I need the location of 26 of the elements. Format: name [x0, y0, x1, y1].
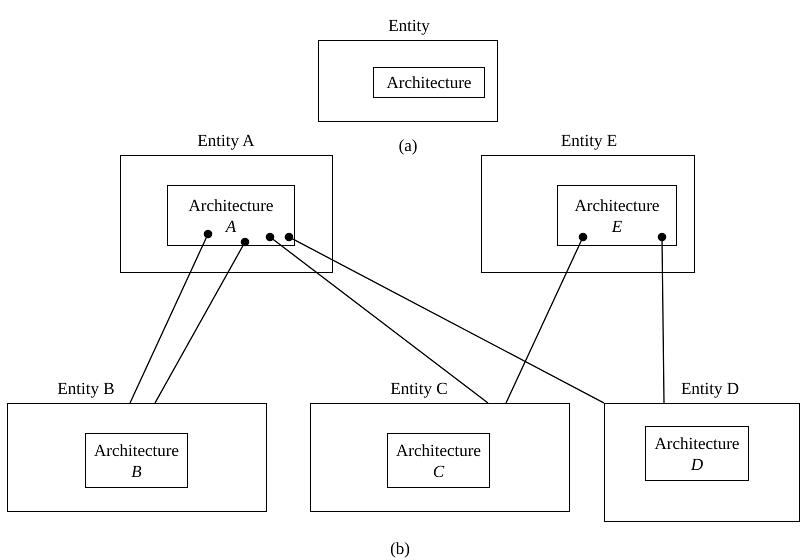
connector-line	[505, 232, 588, 404]
subfigure-label: (b)	[390, 539, 410, 559]
architecture-label: Architecture	[386, 72, 472, 93]
entity-title: Entity C	[390, 379, 448, 399]
architecture-label: Architecture B	[93, 440, 180, 482]
connector-line	[266, 232, 488, 404]
architecture-box	[373, 67, 485, 98]
entity-title: Entity	[388, 16, 430, 36]
architecture-box	[557, 185, 677, 246]
architecture-box	[387, 433, 490, 488]
entity-title: Entity A	[197, 131, 255, 151]
architecture-box	[167, 185, 295, 246]
architecture-label: Architecture A	[188, 194, 274, 236]
connector-line	[154, 238, 250, 404]
entity-title: Entity D	[680, 379, 740, 399]
entity-title: Entity B	[57, 379, 115, 399]
connector-line	[129, 230, 212, 404]
architecture-box	[85, 433, 188, 488]
architecture-label: Architecture E	[574, 194, 660, 236]
connector-line	[658, 232, 666, 403]
architecture-label: Architecture D	[654, 432, 740, 474]
subfigure-label: (a)	[398, 136, 418, 156]
architecture-label: Architecture C	[395, 440, 482, 482]
architecture-box	[645, 426, 749, 481]
connector-line	[284, 232, 604, 404]
entity-title: Entity E	[560, 131, 618, 151]
